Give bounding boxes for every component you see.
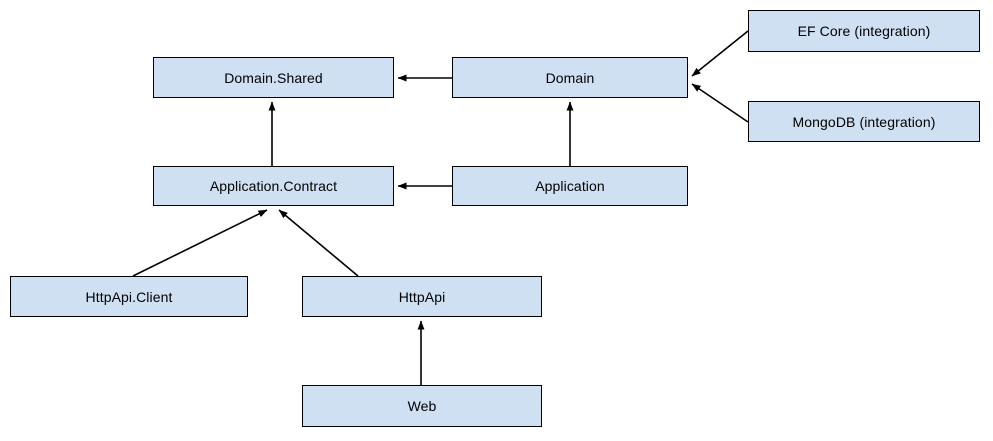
edge-httpapi-client-to-application-contract bbox=[132, 209, 268, 277]
node-domain-shared[interactable]: Domain.Shared bbox=[153, 57, 394, 98]
node-label-httpapi: HttpApi bbox=[398, 288, 446, 305]
node-label-application-contract: Application.Contract bbox=[209, 178, 338, 194]
node-label-application: Application bbox=[535, 178, 605, 194]
node-ef-core[interactable]: EF Core (integration) bbox=[748, 10, 980, 52]
node-httpapi-client[interactable]: HttpApi.Client bbox=[10, 276, 248, 317]
node-label-domain: Domain bbox=[545, 69, 595, 86]
node-label-domain-shared: Domain.Shared bbox=[224, 69, 323, 86]
node-mongodb[interactable]: MongoDB (integration) bbox=[748, 101, 980, 142]
node-httpapi[interactable]: HttpApi bbox=[302, 276, 542, 317]
node-domain[interactable]: Domain bbox=[452, 57, 688, 98]
node-application[interactable]: Application bbox=[452, 166, 688, 206]
edge-ef-core-to-domain bbox=[691, 30, 749, 77]
edge-httpapi-to-application-contract bbox=[278, 209, 359, 277]
node-application-contract[interactable]: Application.Contract bbox=[153, 166, 394, 206]
node-label-mongodb: MongoDB (integration) bbox=[792, 113, 936, 130]
node-web[interactable]: Web bbox=[302, 385, 542, 427]
node-label-ef-core: EF Core (integration) bbox=[797, 23, 931, 39]
edge-mongodb-to-domain bbox=[691, 83, 749, 123]
node-label-httpapi-client: HttpApi.Client bbox=[85, 288, 173, 305]
node-label-web: Web bbox=[407, 398, 437, 414]
